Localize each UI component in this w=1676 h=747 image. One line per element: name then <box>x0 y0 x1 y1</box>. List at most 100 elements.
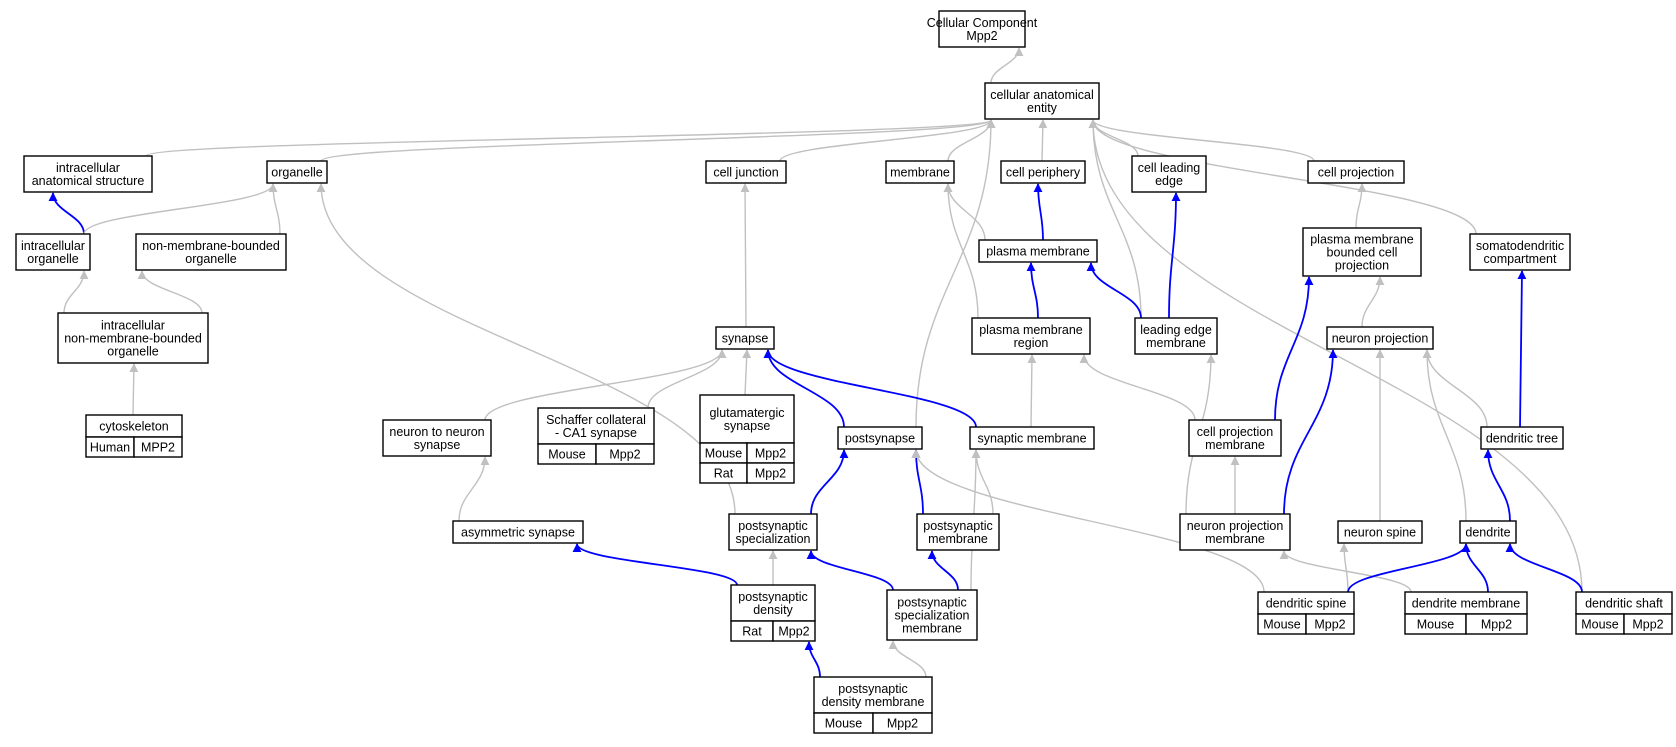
term-box <box>984 82 1100 120</box>
edge-is-a-nmbo-to-organelle <box>268 183 281 235</box>
term-box <box>728 513 818 551</box>
term-node-asymmetric[interactable]: asymmetric synapse <box>452 520 584 544</box>
edge-is-a-inmbo-to-nmbo <box>137 270 203 314</box>
term-node-postsynapse[interactable]: postsynapse <box>837 426 923 450</box>
edge-is-a-ias-to-cae <box>145 119 996 157</box>
gene-cell <box>1305 613 1355 635</box>
term-node-inmbo[interactable]: intracellularnon-membrane-boundedorganel… <box>57 312 209 364</box>
edge-is-a-postsynapse-to-cae <box>915 119 996 428</box>
term-box <box>1459 520 1517 544</box>
edge-is-a-schaffer-to-synapse <box>647 349 727 409</box>
edge-is-a-celljunction-to-cae <box>779 119 996 162</box>
term-label: anatomical structure <box>32 174 145 188</box>
edge-is-a-neuronprojection-to-pmbcp <box>1361 276 1385 328</box>
term-node-plasmamembrane[interactable]: plasma membrane <box>978 239 1098 263</box>
term-label: neuron spine <box>1344 526 1416 540</box>
term-node-cellperiphery[interactable]: cell periphery <box>1000 160 1086 184</box>
term-node-cellprojection[interactable]: cell projection <box>1307 160 1405 184</box>
term-box <box>969 426 1095 450</box>
edge-is-a-synapse-to-celljunction <box>740 183 750 328</box>
term-node-dendrite[interactable]: dendrite <box>1459 520 1517 544</box>
term-label: cell projection <box>1318 166 1394 180</box>
gene-label: MPP2 <box>141 441 175 455</box>
term-node-synapse[interactable]: synapse <box>715 326 775 350</box>
term-label: membrane <box>890 166 950 180</box>
edge-is-a-cpm-to-pmregion <box>1079 354 1196 421</box>
edge-is-a-glutamatergic-to-synapse <box>742 349 752 396</box>
term-label: synapse <box>414 438 461 452</box>
term-label: neuron to neuron <box>389 425 484 439</box>
gene-cell <box>1465 613 1528 635</box>
term-node-membrane[interactable]: membrane <box>885 160 955 184</box>
term-label: organelle <box>271 166 322 180</box>
gene-label: Mpp2 <box>1632 618 1663 632</box>
edge-is-a-plasmamembrane-to-membrane <box>943 183 986 241</box>
term-box <box>730 584 816 622</box>
edge-is-a-membrane-to-cae <box>947 119 996 162</box>
edge-is-a-organelle-to-cae <box>320 119 996 162</box>
term-label: membrane <box>1205 532 1265 546</box>
term-node-dendritictree[interactable]: dendritic tree <box>1480 426 1564 450</box>
gene-label: Mpp2 <box>887 717 918 731</box>
term-node-celljunction[interactable]: cell junction <box>705 160 787 184</box>
term-box <box>886 589 978 641</box>
term-box <box>452 520 584 544</box>
term-node-neuronprojection[interactable]: neuron projection <box>1326 326 1434 350</box>
term-label: organelle <box>185 252 236 266</box>
term-label: cell leading <box>1138 161 1201 175</box>
edge-is-a-dspine-to-postsynapse <box>911 449 1265 593</box>
edge-part-of-dmembrane-to-dendrite <box>1461 543 1489 593</box>
term-node-neuronspine[interactable]: neuron spine <box>1337 520 1423 544</box>
edge-part-of-lem-to-cellleadingedge <box>1168 192 1181 319</box>
term-box <box>15 233 91 271</box>
gene-cell <box>595 443 655 465</box>
term-label: intracellular <box>101 319 165 333</box>
edge-is-a-dendrite-to-neuronprojection <box>1422 349 1467 522</box>
edge-part-of-pssm-to-pss <box>806 550 894 591</box>
term-label: specialization <box>894 609 969 623</box>
term-label: cytoskeleton <box>99 420 169 434</box>
edge-part-of-intraorg-to-ias <box>48 192 85 235</box>
term-label: non-membrane-bounded <box>64 332 202 346</box>
term-node-organelle[interactable]: organelle <box>266 160 328 184</box>
term-box <box>23 155 153 193</box>
edge-is-a-psdm-to-pssm <box>888 640 927 678</box>
edge-is-a-cae-to-root <box>990 47 1024 84</box>
species-label: Rat <box>714 467 734 481</box>
term-label: bounded cell <box>1327 246 1398 260</box>
term-label: edge <box>1155 174 1183 188</box>
term-node-synmembrane[interactable]: synaptic membrane <box>969 426 1095 450</box>
term-label: neuron projection <box>1187 519 1284 533</box>
term-label: intracellular <box>56 161 120 175</box>
term-label: membrane <box>1146 336 1206 350</box>
edge-is-a-n2n-to-synapse <box>484 349 727 421</box>
